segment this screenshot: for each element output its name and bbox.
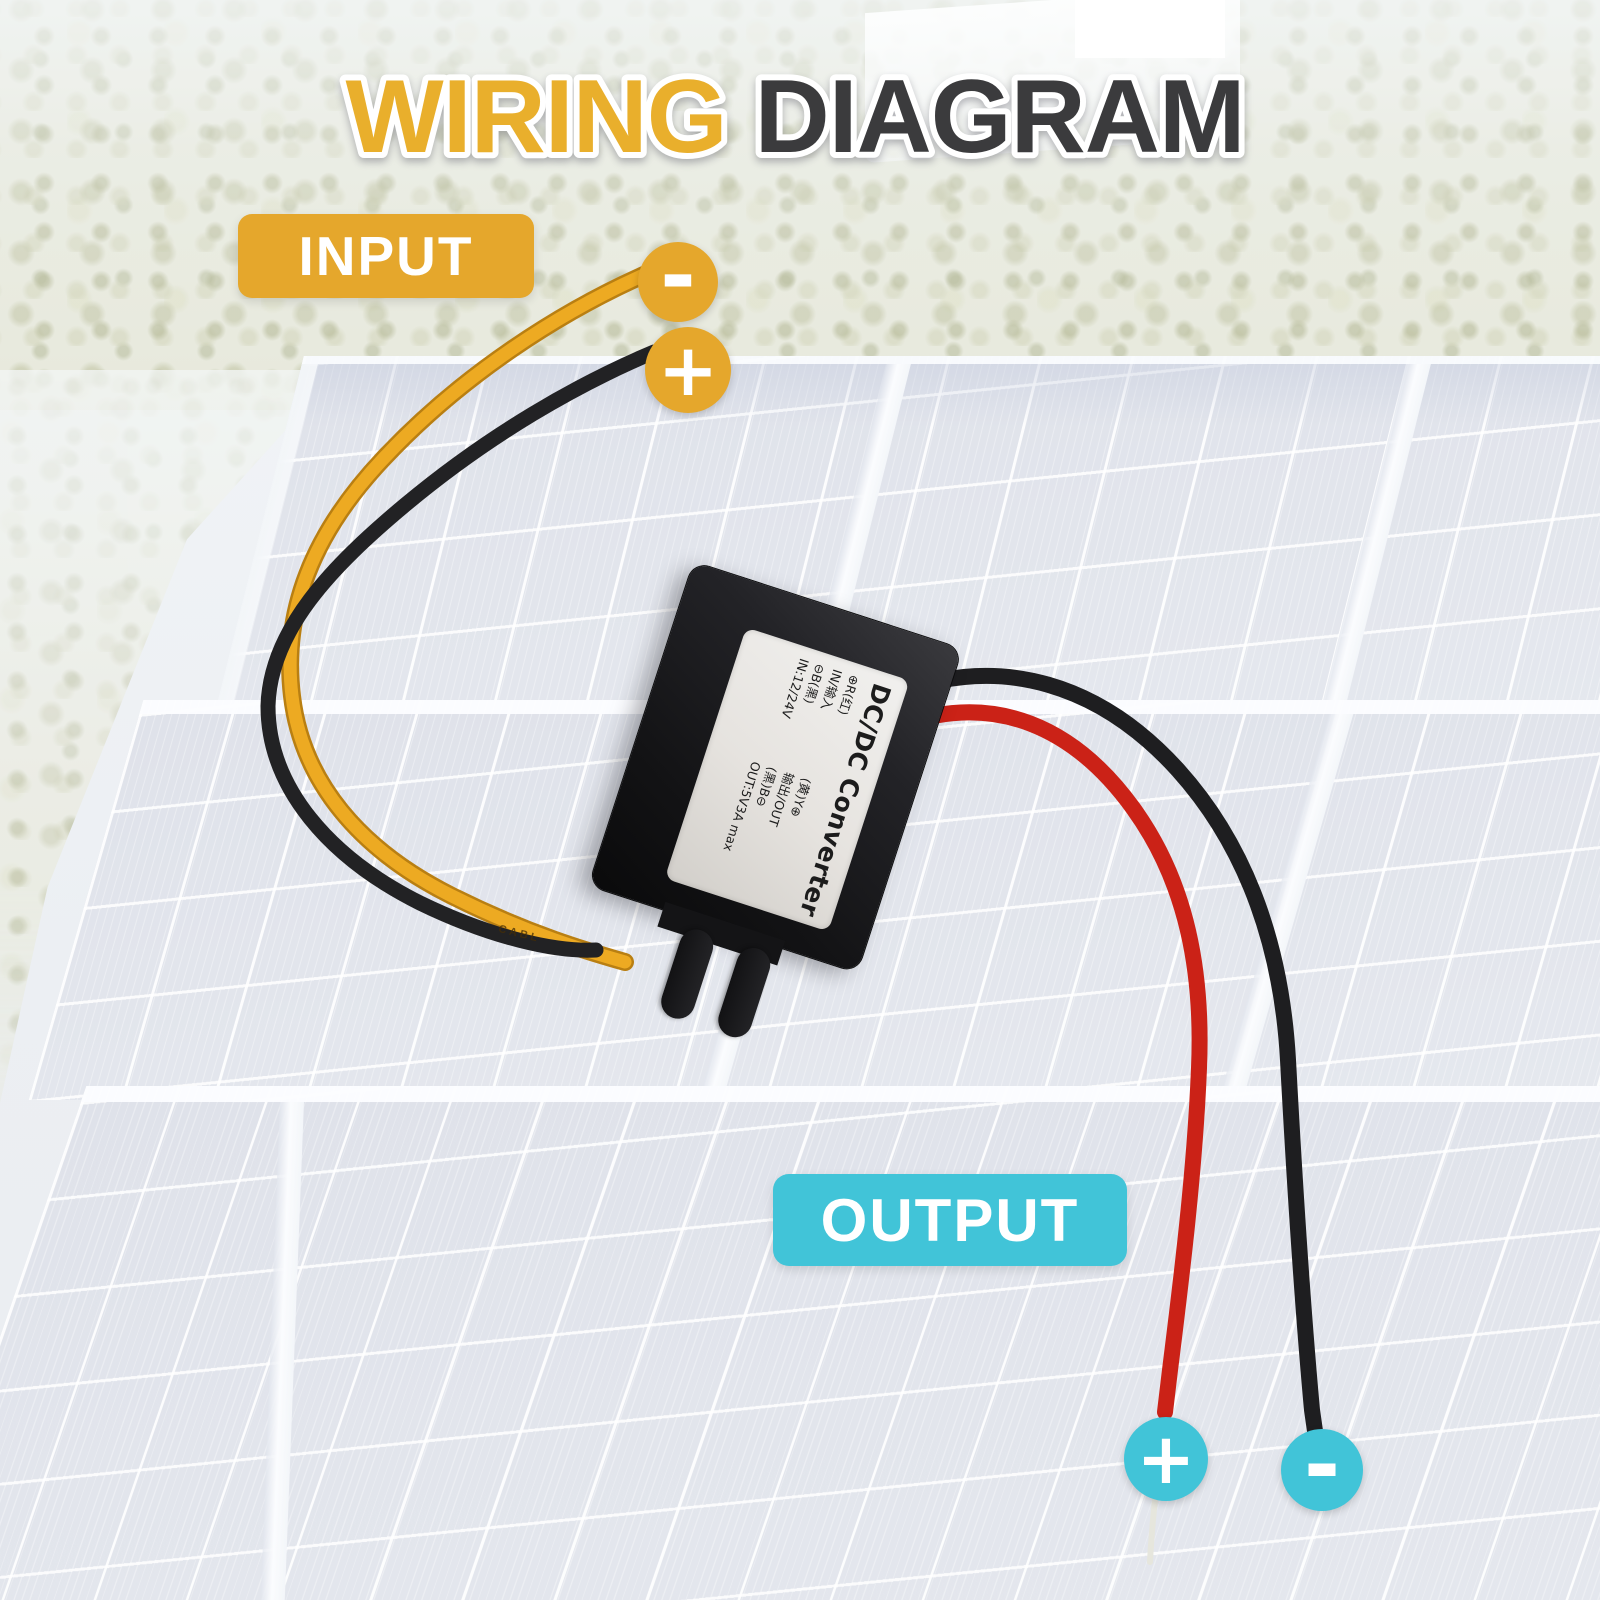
title-word-diagram: DIAGRAM — [755, 59, 1245, 175]
mounting-prong — [656, 925, 718, 1024]
trees-background — [0, 0, 1600, 410]
output-positive-terminal-icon: + — [1124, 1417, 1208, 1501]
input-negative-terminal-icon: - — [638, 226, 718, 326]
mounting-prong — [713, 943, 775, 1042]
converter-output-spec: (黄)Y⊕ 输出/OUT (黑)B⊖ OUT:5V3A max — [720, 759, 815, 854]
output-wire-black — [888, 668, 1326, 1460]
input-badge: INPUT — [238, 214, 534, 298]
input-wire-black — [260, 344, 662, 958]
building-wall — [1075, 0, 1225, 58]
title-word-wiring: WIRING — [346, 59, 727, 175]
output-badge: OUTPUT — [773, 1174, 1127, 1266]
output-wire-red — [890, 704, 1208, 1420]
input-positive-terminal-icon: + — [645, 327, 731, 413]
output-negative-terminal-icon: - — [1281, 1413, 1363, 1516]
input-wire-yellow — [283, 267, 653, 969]
